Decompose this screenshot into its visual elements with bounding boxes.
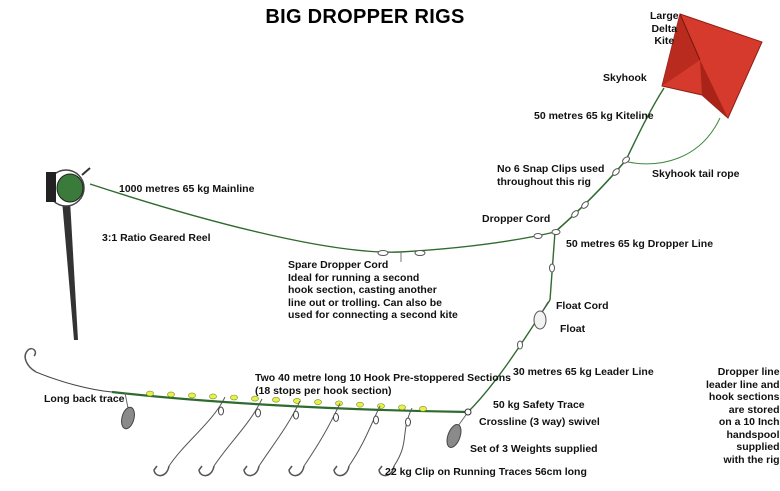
back-hook — [24, 347, 37, 373]
stopper-bead — [209, 393, 217, 400]
label-dropper-line: 50 metres 65 kg Dropper Line — [566, 238, 714, 250]
stopper-bead — [356, 401, 364, 408]
snap-clip — [377, 250, 389, 256]
trace-line — [213, 398, 263, 467]
trace-line — [393, 407, 413, 467]
running-trace — [333, 405, 381, 477]
trace-clip — [255, 408, 261, 418]
snap-clip — [622, 156, 630, 164]
trace-line — [348, 405, 381, 467]
trace-line — [258, 400, 301, 467]
snap-clip — [612, 168, 620, 176]
trace-line — [303, 403, 341, 467]
reel-crank — [81, 167, 91, 176]
label-spare-dropper-cord: Spare Dropper Cord Ideal for running a s… — [288, 259, 458, 321]
snap-clip — [549, 263, 555, 273]
hook-icon — [24, 347, 37, 373]
weight — [121, 406, 135, 430]
snap-clip — [517, 340, 523, 350]
stopper-bead — [230, 394, 238, 401]
page-title: BIG DROPPER RIGS — [265, 6, 465, 28]
reel-handle — [46, 172, 56, 202]
crossline-swivel — [464, 408, 472, 416]
trace-clip — [293, 410, 299, 420]
stopper-beads — [146, 390, 427, 412]
label-hook-sections: Two 40 metre long 10 Hook Pre-stoppered … — [255, 372, 511, 397]
running-trace — [243, 400, 301, 477]
kite-fold — [662, 14, 700, 86]
snap-clip — [581, 201, 589, 209]
trace-clip — [218, 406, 224, 416]
label-safety-trace: 50 kg Safety Trace — [493, 399, 585, 411]
stopper-bead — [377, 403, 385, 409]
kite-keel — [700, 60, 728, 118]
label-clip-traces: 22 kg Clip on Running Traces 56cm long — [385, 466, 587, 478]
weight — [446, 424, 462, 448]
delta-kite — [661, 13, 763, 119]
snap-clip — [414, 250, 426, 256]
hook-icon — [288, 465, 305, 477]
label-weights: Set of 3 Weights supplied — [470, 443, 598, 455]
running-trace — [378, 407, 413, 477]
float-body — [533, 310, 547, 330]
label-kiteline: 50 metres 65 kg Kiteline — [534, 110, 654, 122]
weight-cord — [124, 392, 129, 409]
label-snap-clips: No 6 Snap Clips used throughout this rig — [497, 163, 605, 188]
weights — [121, 392, 469, 448]
snap-clip — [551, 229, 561, 235]
label-float-cord: Float Cord — [556, 300, 609, 312]
label-large-delta-kite: Large Delta Kite — [650, 10, 679, 47]
running-trace — [153, 396, 226, 477]
snap-clips — [377, 156, 630, 350]
trace-clip — [333, 412, 339, 422]
hook-icon — [378, 465, 395, 477]
running-trace — [198, 398, 263, 477]
snap-clip — [533, 233, 543, 239]
kite-spar — [679, 13, 701, 61]
running-traces — [153, 396, 413, 477]
label-dropper-cord: Dropper Cord — [482, 213, 551, 225]
hook-icon — [198, 465, 215, 477]
label-skyhook-tail-rope: Skyhook tail rope — [652, 168, 740, 180]
swivel-ring — [464, 408, 472, 416]
kiteline — [625, 87, 665, 161]
label-mainline: 1000 metres 65 kg Mainline — [119, 183, 255, 195]
label-skyhook: Skyhook — [603, 72, 647, 84]
stopper-bead — [314, 399, 322, 405]
geared-reel — [46, 167, 91, 340]
label-leader-line: 30 metres 65 kg Leader Line — [513, 366, 654, 378]
hook-icon — [153, 465, 170, 477]
trace-clip — [405, 417, 411, 427]
stopper-bead — [251, 395, 259, 402]
dropper-cord-line — [554, 159, 627, 233]
running-trace — [288, 403, 341, 477]
label-crossline-swivel: Crossline (3 way) swivel — [479, 416, 600, 428]
float — [533, 301, 549, 330]
skyhook-tail-rope — [627, 117, 721, 165]
stopper-bead — [167, 391, 175, 398]
reel-spool — [56, 173, 84, 203]
snap-clip — [571, 210, 579, 218]
stopper-bead — [146, 390, 154, 397]
hook-icon — [333, 465, 350, 477]
long-back-trace-line — [35, 371, 113, 393]
label-float: Float — [560, 323, 586, 335]
stopper-bead — [293, 398, 301, 404]
trace-clip — [373, 415, 379, 425]
reel-spike — [62, 200, 78, 340]
stopper-bead — [419, 406, 427, 412]
stopper-bead — [188, 392, 196, 399]
label-long-back-trace: Long back trace — [44, 393, 125, 405]
stopper-bead — [398, 404, 406, 411]
label-storage-note: Dropper line leader line and hook sectio… — [706, 366, 780, 466]
float-cord-line — [541, 301, 549, 313]
label-geared-reel: 3:1 Ratio Geared Reel — [102, 232, 211, 244]
hook-icon — [243, 465, 260, 477]
stopper-bead — [272, 396, 280, 403]
trace-line — [168, 396, 226, 467]
